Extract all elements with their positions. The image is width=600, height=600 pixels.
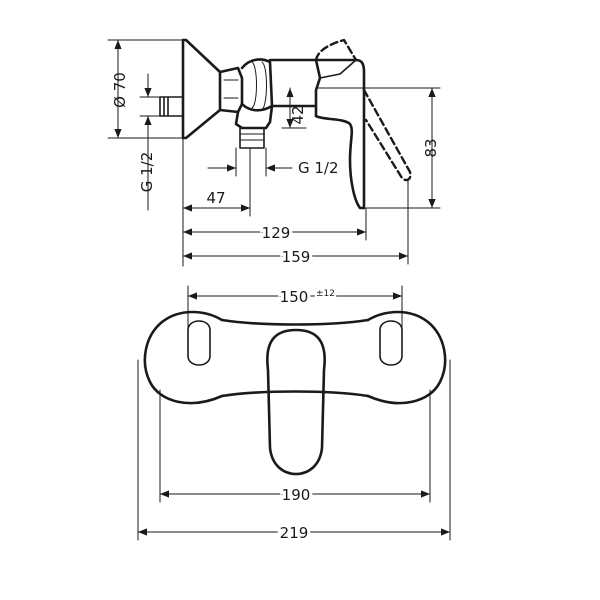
right-escutcheon [366,310,447,405]
connection-nut [218,66,244,114]
inlet-thread [159,96,184,117]
dim-center-tolerance: ±12 [316,289,335,299]
dim-depth-129: 129 [262,224,291,242]
dim-center-150: 150 [280,288,309,306]
dim-width-190: 190 [282,486,311,504]
dim-thread-left: G 1/2 [138,152,156,193]
dim-depth-159: 159 [282,248,311,266]
right-pin [379,320,403,366]
dim-diameter-70: Ø 70 [111,72,129,108]
left-escutcheon [143,310,224,405]
lever-handle-alt-position [314,38,412,182]
dim-width-219: 219 [280,524,309,542]
dim-depth-47: 47 [206,189,225,207]
body-collar [240,58,274,112]
mixer-bar [220,318,370,398]
dim-height-83: 83 [422,138,440,157]
side-view: Ø 70 G 1/2 42 83 G 1/2 47 129 [107,38,441,269]
outlet-spout [234,104,274,130]
wall-flange [181,38,222,140]
lever-handle [314,58,366,210]
dim-thread-right: G 1/2 [298,159,339,177]
front-view: 150 ±12 190 219 [137,285,451,545]
left-pin [187,320,211,366]
dim-height-42: 42 [289,105,307,124]
lever-front [266,328,326,476]
